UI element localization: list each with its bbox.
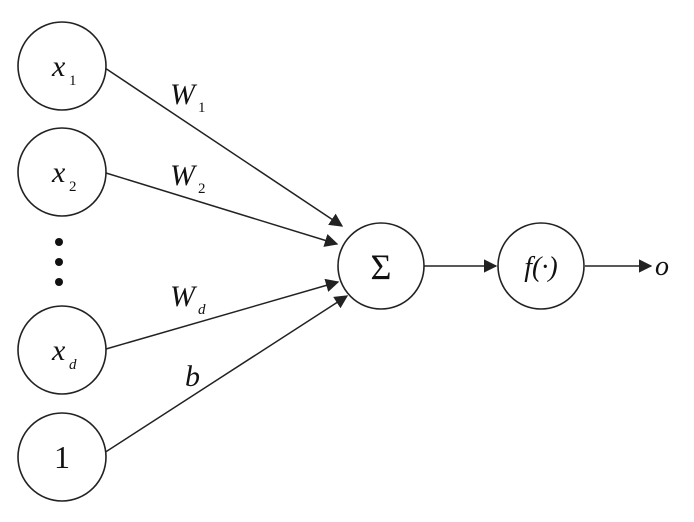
input-bias-label: 1 [54,439,70,475]
activation-node: f(·) [497,222,585,310]
input-x2-label: x [51,156,66,189]
input-node-bias: 1 [17,412,107,502]
weight-wd-main: W [170,280,198,313]
sum-node: Σ [337,222,425,310]
input-node-x2: x 2 [17,127,107,217]
input-xd-subscript: d [69,357,77,373]
weight-label-wd: W d [170,280,206,318]
input-xd-label: x [51,334,66,367]
input-x1-label: x [51,50,66,83]
edge-bias-to-sum [103,295,349,454]
weight-w2-main: W [170,159,198,192]
edge-x1-to-sum [104,67,344,227]
weight-w1-main: W [170,78,198,111]
output-label: o [655,251,669,282]
weight-w1-subscript: 1 [198,100,206,116]
activation-function-label: f(·) [524,252,557,283]
weight-w2-subscript: 2 [198,181,206,197]
input-node-x1: x 1 [17,21,107,111]
weight-label-bias: b [185,360,200,393]
edge-xd-to-sum [105,278,340,350]
weight-bias-label: b [185,360,200,393]
input-x1-subscript: 1 [69,73,77,89]
weight-label-w1: W 1 [170,78,206,116]
edge-x2-to-sum [105,172,339,247]
sigma-symbol: Σ [371,247,392,287]
vertical-ellipsis-icon [55,238,63,286]
input-node-xd: x d [17,305,107,395]
weight-wd-subscript: d [198,302,206,318]
input-x2-subscript: 2 [69,179,77,195]
weight-label-w2: W 2 [170,159,206,197]
